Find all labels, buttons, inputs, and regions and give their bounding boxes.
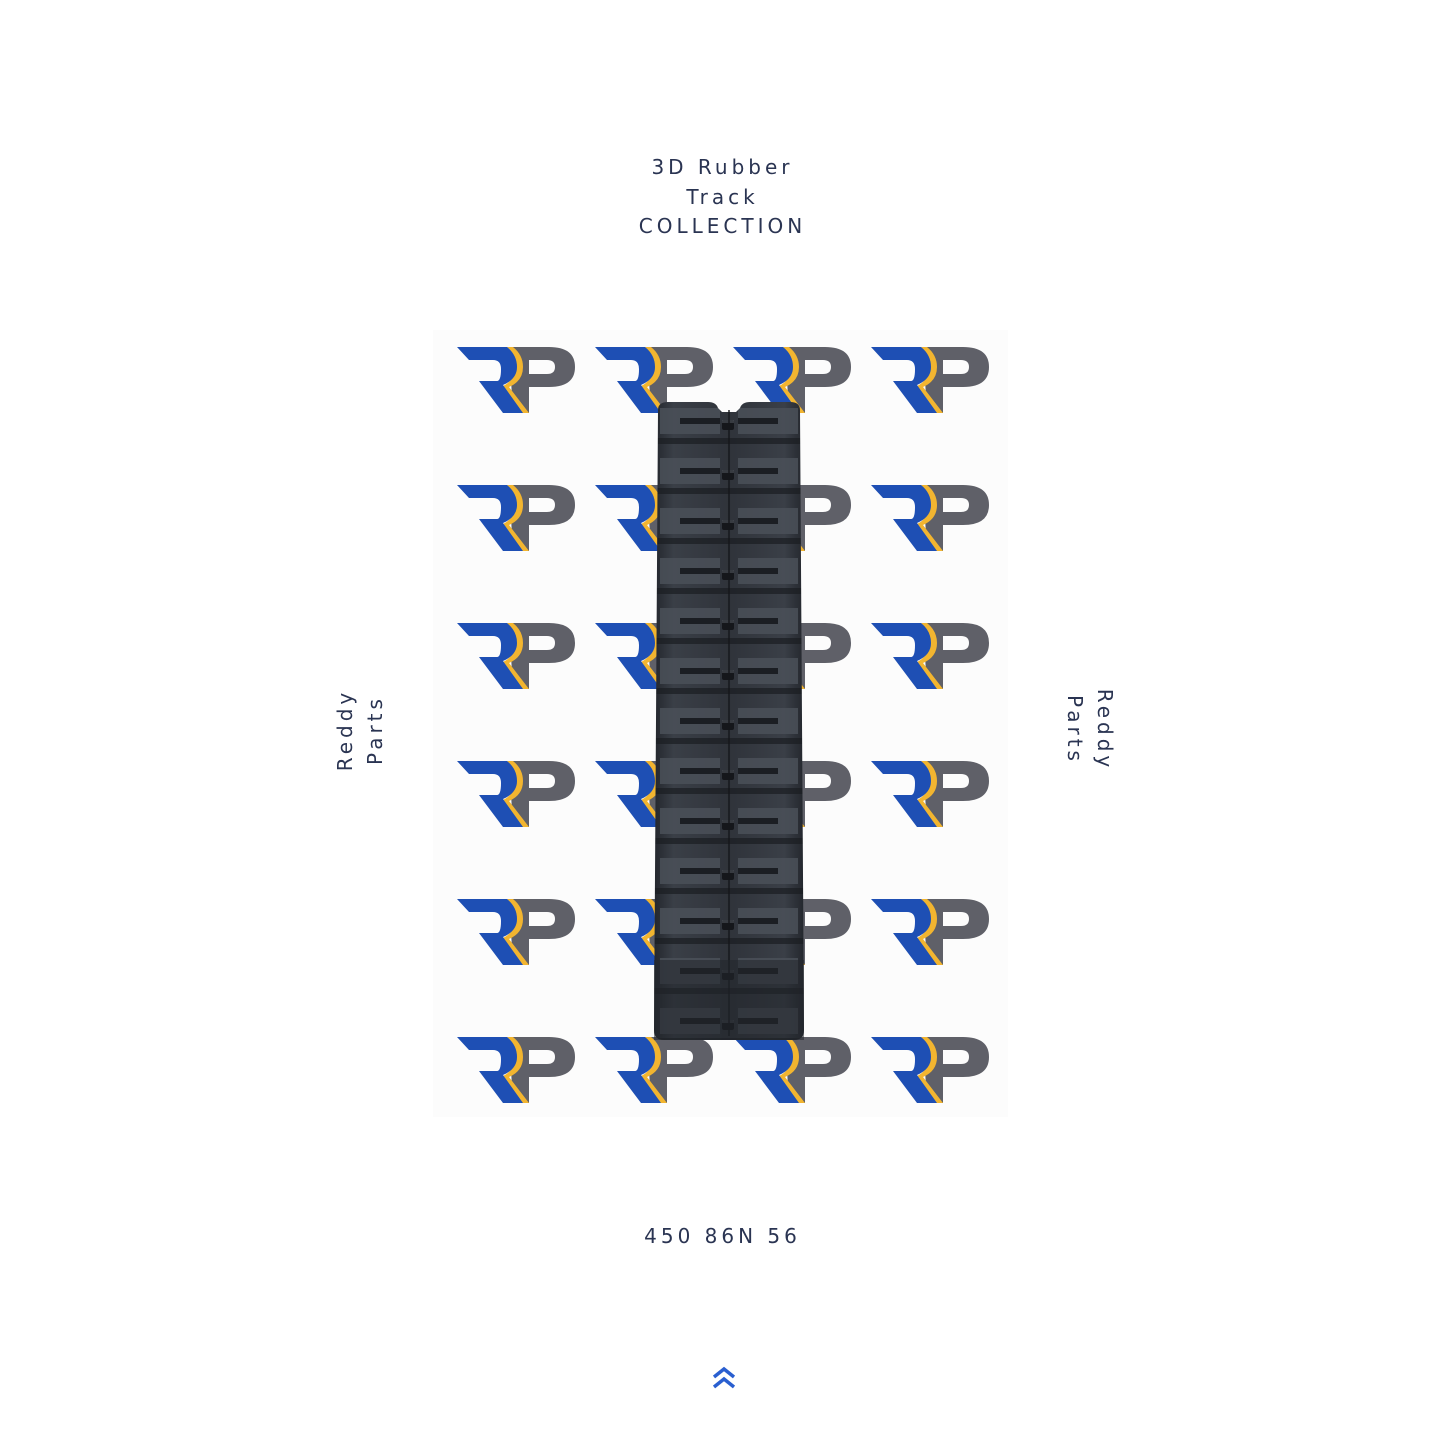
rp-logo-icon bbox=[733, 1037, 851, 1103]
double-chevron-up-icon bbox=[712, 1366, 736, 1389]
rp-logo-icon bbox=[457, 623, 575, 689]
title-line-1: 3D Rubber bbox=[651, 155, 794, 179]
side-label-left-line-1: Reddy bbox=[333, 688, 357, 772]
rubber-track-image bbox=[650, 400, 808, 1042]
rp-logo-icon bbox=[457, 485, 575, 551]
rp-logo-icon bbox=[457, 761, 575, 827]
title-line-2: Track bbox=[686, 184, 759, 209]
rp-logo-icon bbox=[871, 485, 989, 551]
rp-logo-icon bbox=[733, 347, 851, 413]
scroll-to-top-button[interactable] bbox=[711, 1366, 737, 1390]
rp-logo-icon bbox=[457, 347, 575, 413]
page-title: 3D Rubber Track COLLECTION bbox=[0, 153, 1445, 242]
rp-logo-icon bbox=[871, 347, 989, 413]
side-label-right: Reddy Parts bbox=[1060, 670, 1120, 790]
rp-logo-icon bbox=[457, 899, 575, 965]
title-line-3: COLLECTION bbox=[638, 214, 807, 238]
rp-logo-icon bbox=[871, 623, 989, 689]
side-label-left: Reddy Parts bbox=[330, 670, 390, 790]
rp-logo-icon bbox=[457, 1037, 575, 1103]
rp-logo-icon bbox=[871, 899, 989, 965]
rp-logo-icon bbox=[871, 1037, 989, 1103]
rp-logo-icon bbox=[595, 1037, 713, 1103]
rp-logo-icon bbox=[871, 761, 989, 827]
side-label-right-line-1: Reddy bbox=[1093, 688, 1117, 772]
rp-logo-icon bbox=[595, 347, 713, 413]
product-code: 450 86N 56 bbox=[644, 1224, 801, 1248]
side-label-right-line-2: Parts bbox=[1063, 695, 1087, 765]
side-label-left-line-2: Parts bbox=[363, 695, 387, 765]
